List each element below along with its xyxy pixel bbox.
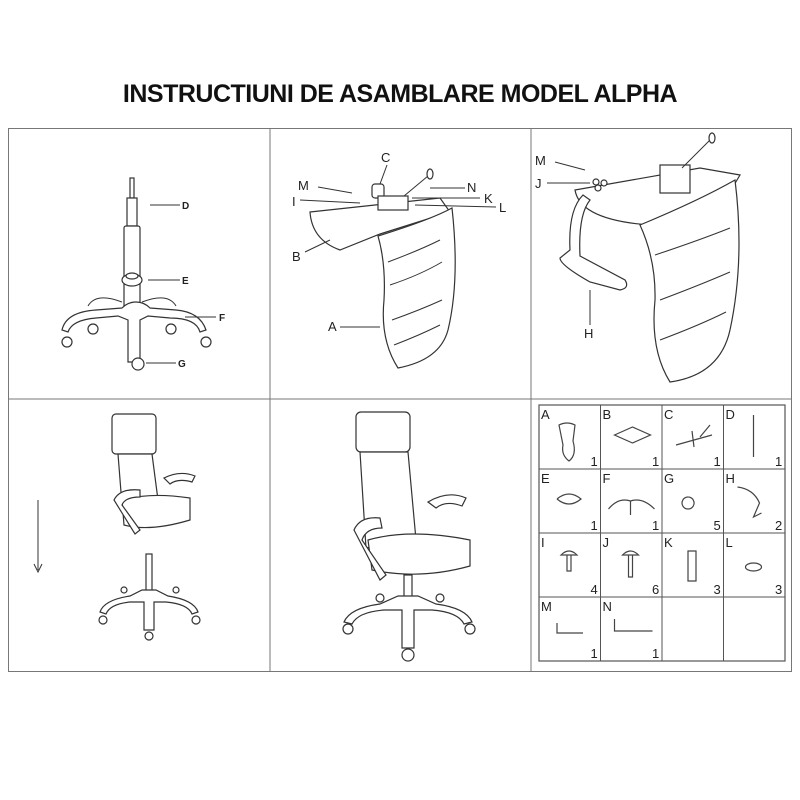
part-letter: C (664, 407, 673, 422)
part-quantity: 1 (652, 518, 659, 533)
label-m: M (535, 153, 546, 168)
part-m-icon (556, 623, 583, 634)
step1-base-exploded: D E F G (61, 177, 225, 371)
part-quantity: 1 (591, 646, 598, 661)
part-quantity: 1 (775, 454, 782, 469)
part-quantity: 1 (652, 646, 659, 661)
casters-g (61, 323, 212, 371)
part-cell-l: L3 (726, 535, 783, 597)
part-c-icon (675, 424, 713, 448)
part-b-icon (613, 426, 652, 444)
part-quantity: 2 (775, 518, 782, 533)
part-letter: L (726, 535, 733, 550)
part-cell-c: C1 (664, 407, 721, 469)
label-n: N (467, 180, 476, 195)
part-quantity: 5 (714, 518, 721, 533)
label-g: G (178, 359, 186, 370)
part-j-icon (621, 550, 640, 578)
part-letter: F (603, 471, 611, 486)
part-letter: I (541, 535, 545, 550)
armrest-right (426, 494, 467, 509)
label-i: I (292, 194, 296, 209)
label-a: A (328, 319, 337, 334)
step4-mount-chair-on-base (33, 413, 201, 641)
part-letter: A (541, 407, 550, 422)
part-quantity: 4 (591, 582, 598, 597)
part-letter: D (726, 407, 735, 422)
part-h-icon (737, 486, 762, 519)
part-cell-b: B1 (603, 407, 660, 469)
part-cell-f: F1 (603, 471, 660, 533)
page-title: INSTRUCTIUNI DE ASAMBLARE MODEL ALPHA (122, 80, 678, 108)
backrest (639, 179, 740, 383)
instruction-grid (8, 128, 792, 672)
label-c: C (381, 150, 390, 165)
seat (367, 533, 471, 575)
label-e: E (182, 276, 189, 287)
part-cell-e: E1 (541, 471, 598, 533)
label-k: K (484, 191, 493, 206)
part-n-icon (613, 619, 653, 632)
part-letter: B (603, 407, 612, 422)
part-cell-k: K3 (664, 535, 721, 597)
base (99, 589, 199, 631)
part-quantity: 1 (591, 518, 598, 533)
part-f-icon (608, 499, 655, 515)
label-b: B (292, 249, 301, 264)
part-letter: M (541, 599, 552, 614)
part-letter: J (603, 535, 610, 550)
backrest-a (377, 207, 456, 369)
part-l-icon (744, 562, 763, 572)
part-quantity: 3 (714, 582, 721, 597)
headrest (111, 413, 157, 455)
part-i-icon (559, 550, 579, 572)
part-quantity: 1 (714, 454, 721, 469)
armrest-left (353, 517, 387, 581)
part-quantity: 3 (775, 582, 782, 597)
label-h: H (584, 326, 593, 341)
label-l: L (499, 200, 506, 215)
part-k-icon (687, 550, 697, 582)
part-cell-m: M1 (541, 599, 598, 661)
part-letter: G (664, 471, 674, 486)
part-cell-d: D1 (726, 407, 783, 469)
part-cell-h: H2 (726, 471, 783, 533)
part-letter: E (541, 471, 550, 486)
armrest-right (162, 472, 196, 485)
part-e-icon (556, 493, 582, 505)
part-cell-a: A1 (541, 407, 598, 469)
part-cell-i: I4 (541, 535, 598, 597)
step3-armrests: M J H (535, 132, 741, 383)
part-letter: H (726, 471, 735, 486)
step5-assembled-chair (342, 411, 476, 662)
star-base-f (61, 301, 207, 363)
armrest-left (113, 489, 141, 535)
step2-seat-backrest: C M I N K L B A (292, 150, 506, 369)
bolts-j (592, 178, 608, 192)
part-g-icon (681, 496, 695, 510)
part-cell-j: J6 (603, 535, 660, 597)
part-a-icon (558, 422, 576, 462)
gas-lift (145, 553, 153, 595)
armrest-h (559, 194, 628, 291)
label-d: D (182, 201, 189, 212)
part-quantity: 1 (652, 454, 659, 469)
label-m: M (298, 178, 309, 193)
headrest (355, 411, 411, 453)
part-quantity: 6 (652, 582, 659, 597)
base (343, 595, 473, 649)
part-cell-n: N1 (603, 599, 660, 661)
part-cell-g: G5 (664, 471, 721, 533)
label-f: F (219, 313, 225, 324)
grid-lines (8, 128, 792, 672)
part-quantity: 1 (591, 454, 598, 469)
gas-lift-tip (129, 177, 135, 199)
part-letter: N (603, 599, 612, 614)
label-j: J (535, 176, 542, 191)
part-letter: K (664, 535, 673, 550)
mechanism (659, 164, 691, 194)
